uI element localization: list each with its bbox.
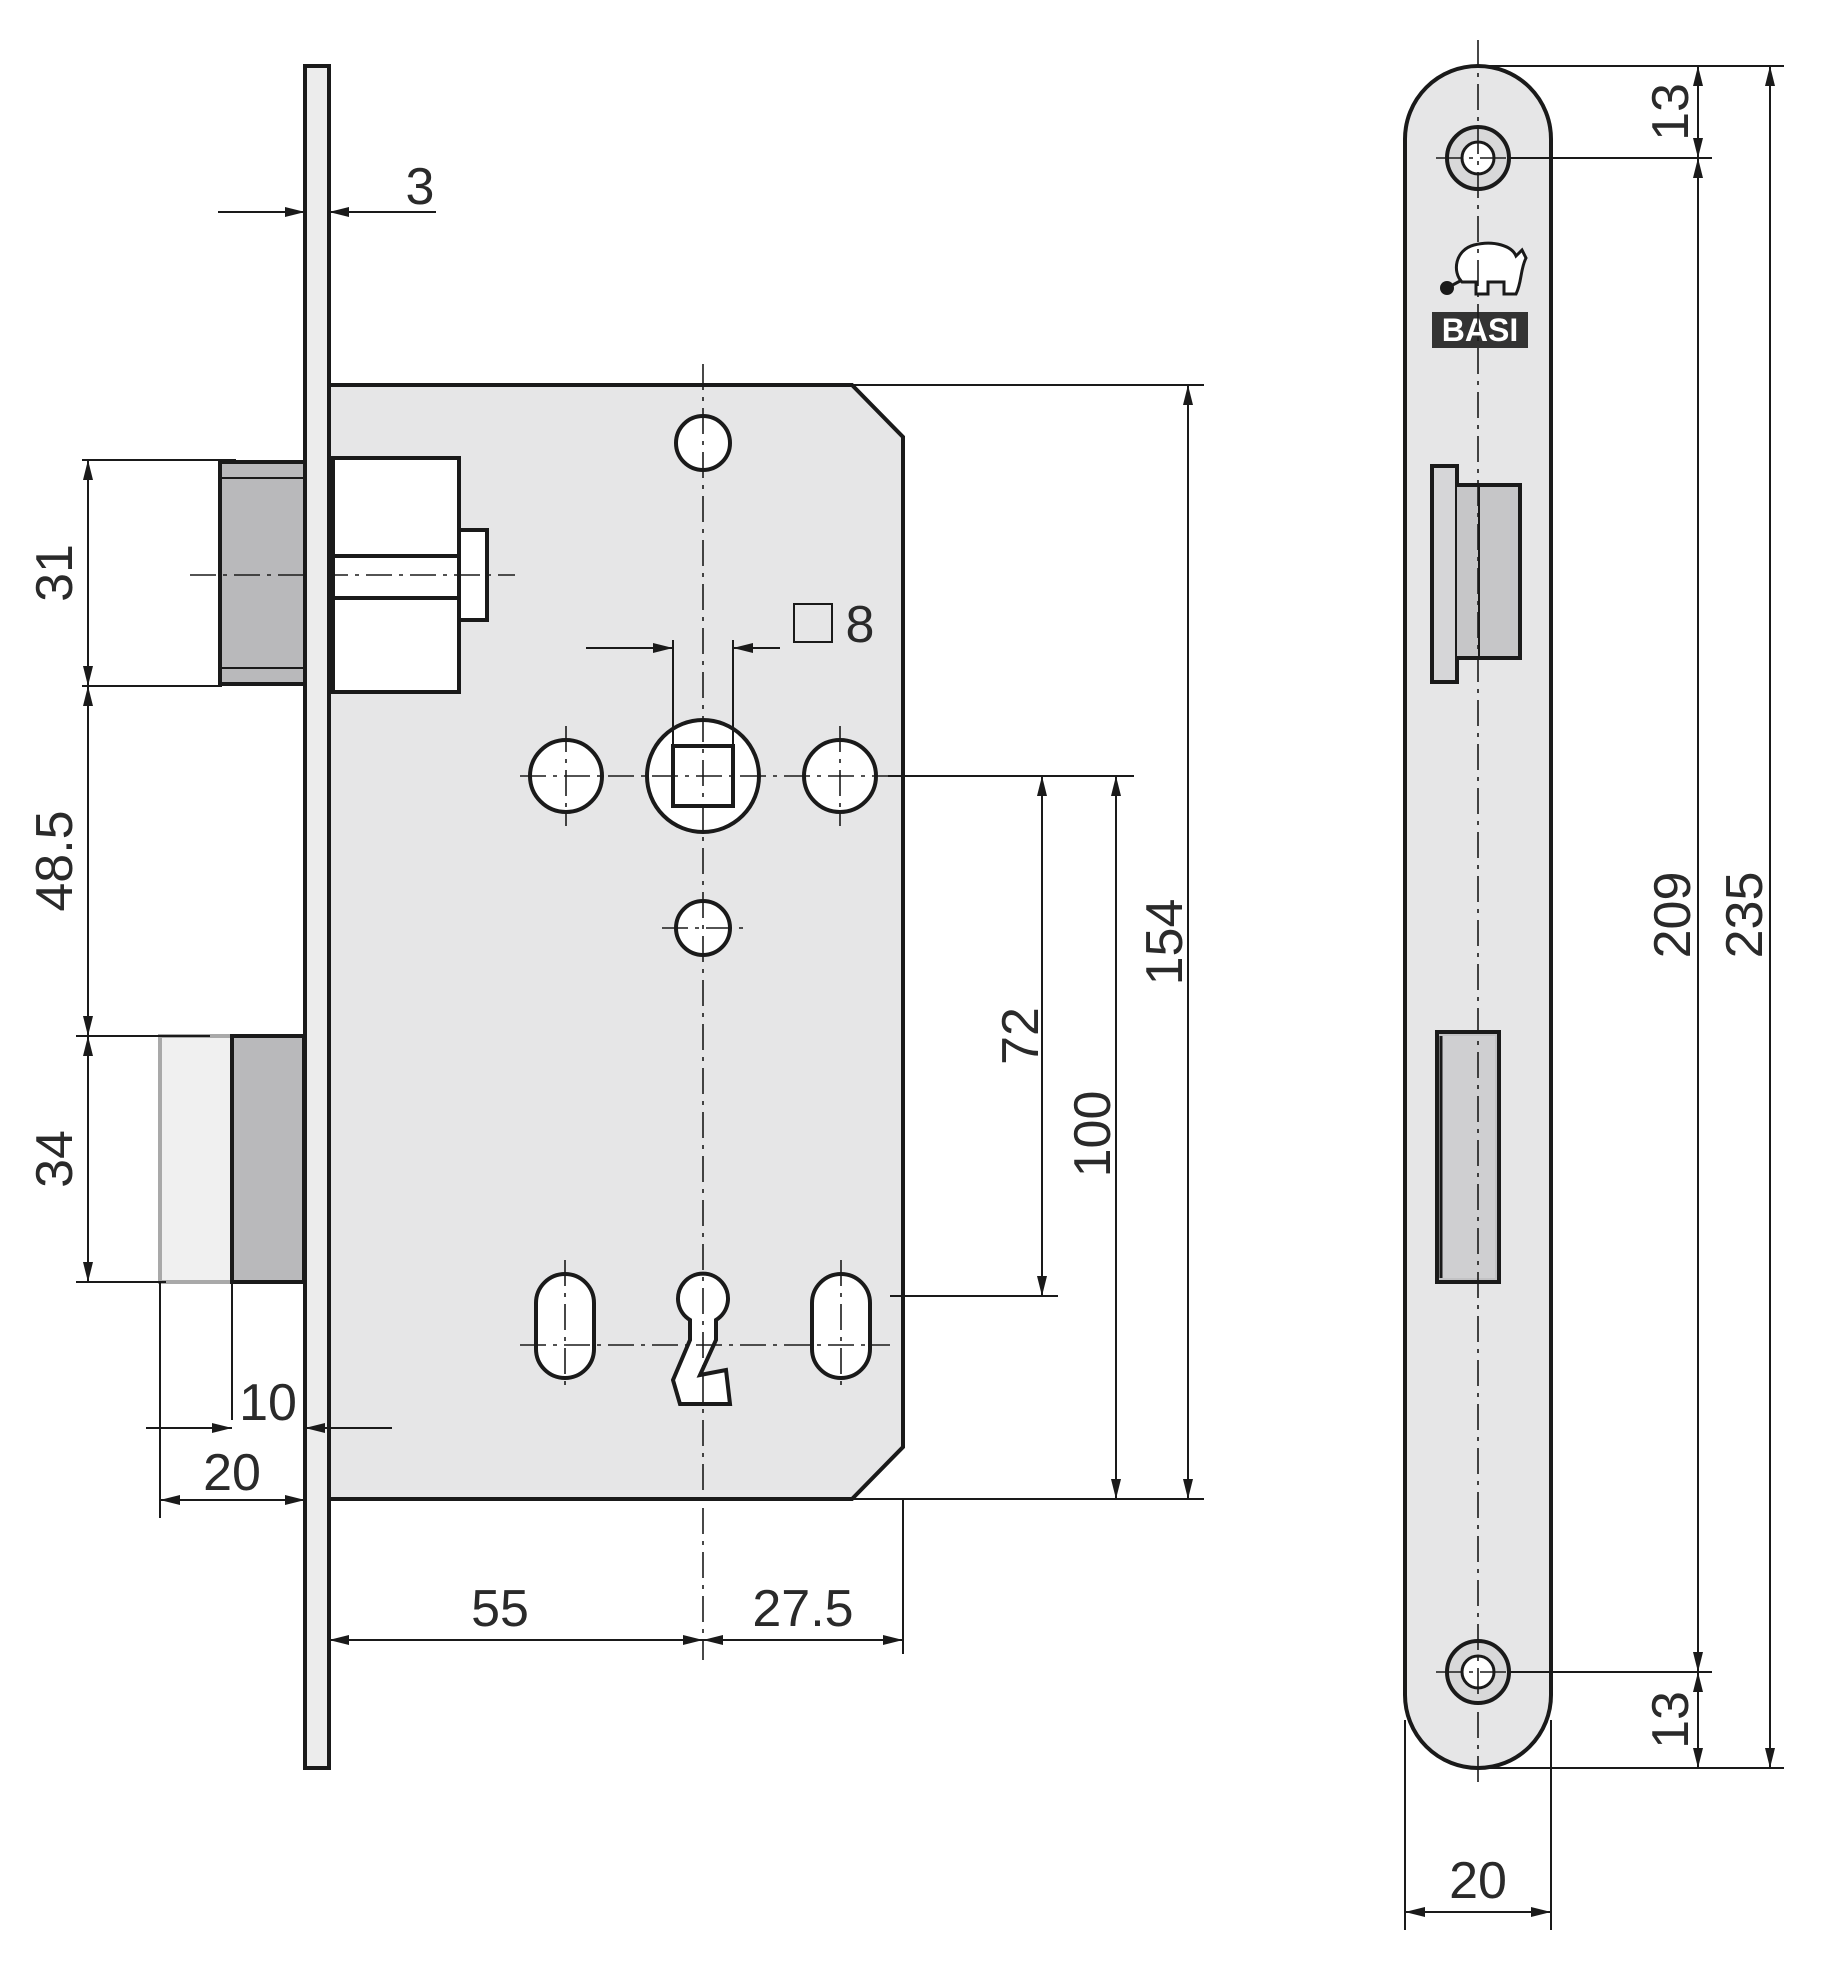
dim-faceplate-length: 235 [1716,66,1775,1768]
side-view: BASI 13 [1403,40,1784,1930]
dim-square-spindle: 8 [586,596,874,746]
square-symbol-icon [793,603,833,643]
dim-bottom: 55 27.5 [329,1499,904,1654]
dim-faceplate-width: 20 [1405,1852,1551,1917]
dim-72-label: 72 [992,1007,1050,1065]
dim-100-label: 100 [1064,1091,1122,1178]
front-view: 3 8 31 48.5 34 [26,64,1204,1770]
dim-154-label: 154 [1136,899,1194,986]
front-center-lines [520,364,890,1660]
dim-bolt-extension: 10 20 [146,1282,392,1518]
dim-20-side-label: 20 [1449,1852,1507,1910]
dim-27-5-label: 27.5 [752,1580,853,1638]
dim-left-chain: 31 48.5 34 [26,459,236,1283]
dim-screw-spacing: 209 [1644,158,1703,1672]
dim-screw-bottom: 13 [1642,1672,1703,1768]
elephant-logo-icon [1440,241,1528,296]
dim-8-label: 8 [846,596,875,654]
dim-13-top-label: 13 [1642,83,1700,141]
dim-209-label: 209 [1644,872,1702,959]
side-latch [1430,464,1522,684]
keyhole [670,1271,733,1406]
faceplate [303,64,331,1770]
dim-13-bottom-label: 13 [1642,1691,1700,1749]
brand-badge [1432,312,1528,348]
dim-235-label: 235 [1716,872,1774,959]
dim-3-label: 3 [406,158,435,216]
dim-10-label: 10 [239,1374,297,1432]
dim-34-label: 34 [26,1130,84,1188]
latch [190,456,515,694]
dim-31-label: 31 [26,544,84,602]
side-bolt [1435,1030,1501,1284]
dim-right: 72 100 154 [852,384,1204,1500]
brand-name: BASI [1442,312,1518,348]
dim-48-5-label: 48.5 [26,810,84,911]
deadbolt [158,1034,306,1284]
dim-20-label: 20 [203,1444,261,1502]
dim-55-label: 55 [471,1580,529,1638]
dim-faceplate-thickness: 3 [218,158,436,217]
dim-screw-top: 13 [1642,66,1703,158]
